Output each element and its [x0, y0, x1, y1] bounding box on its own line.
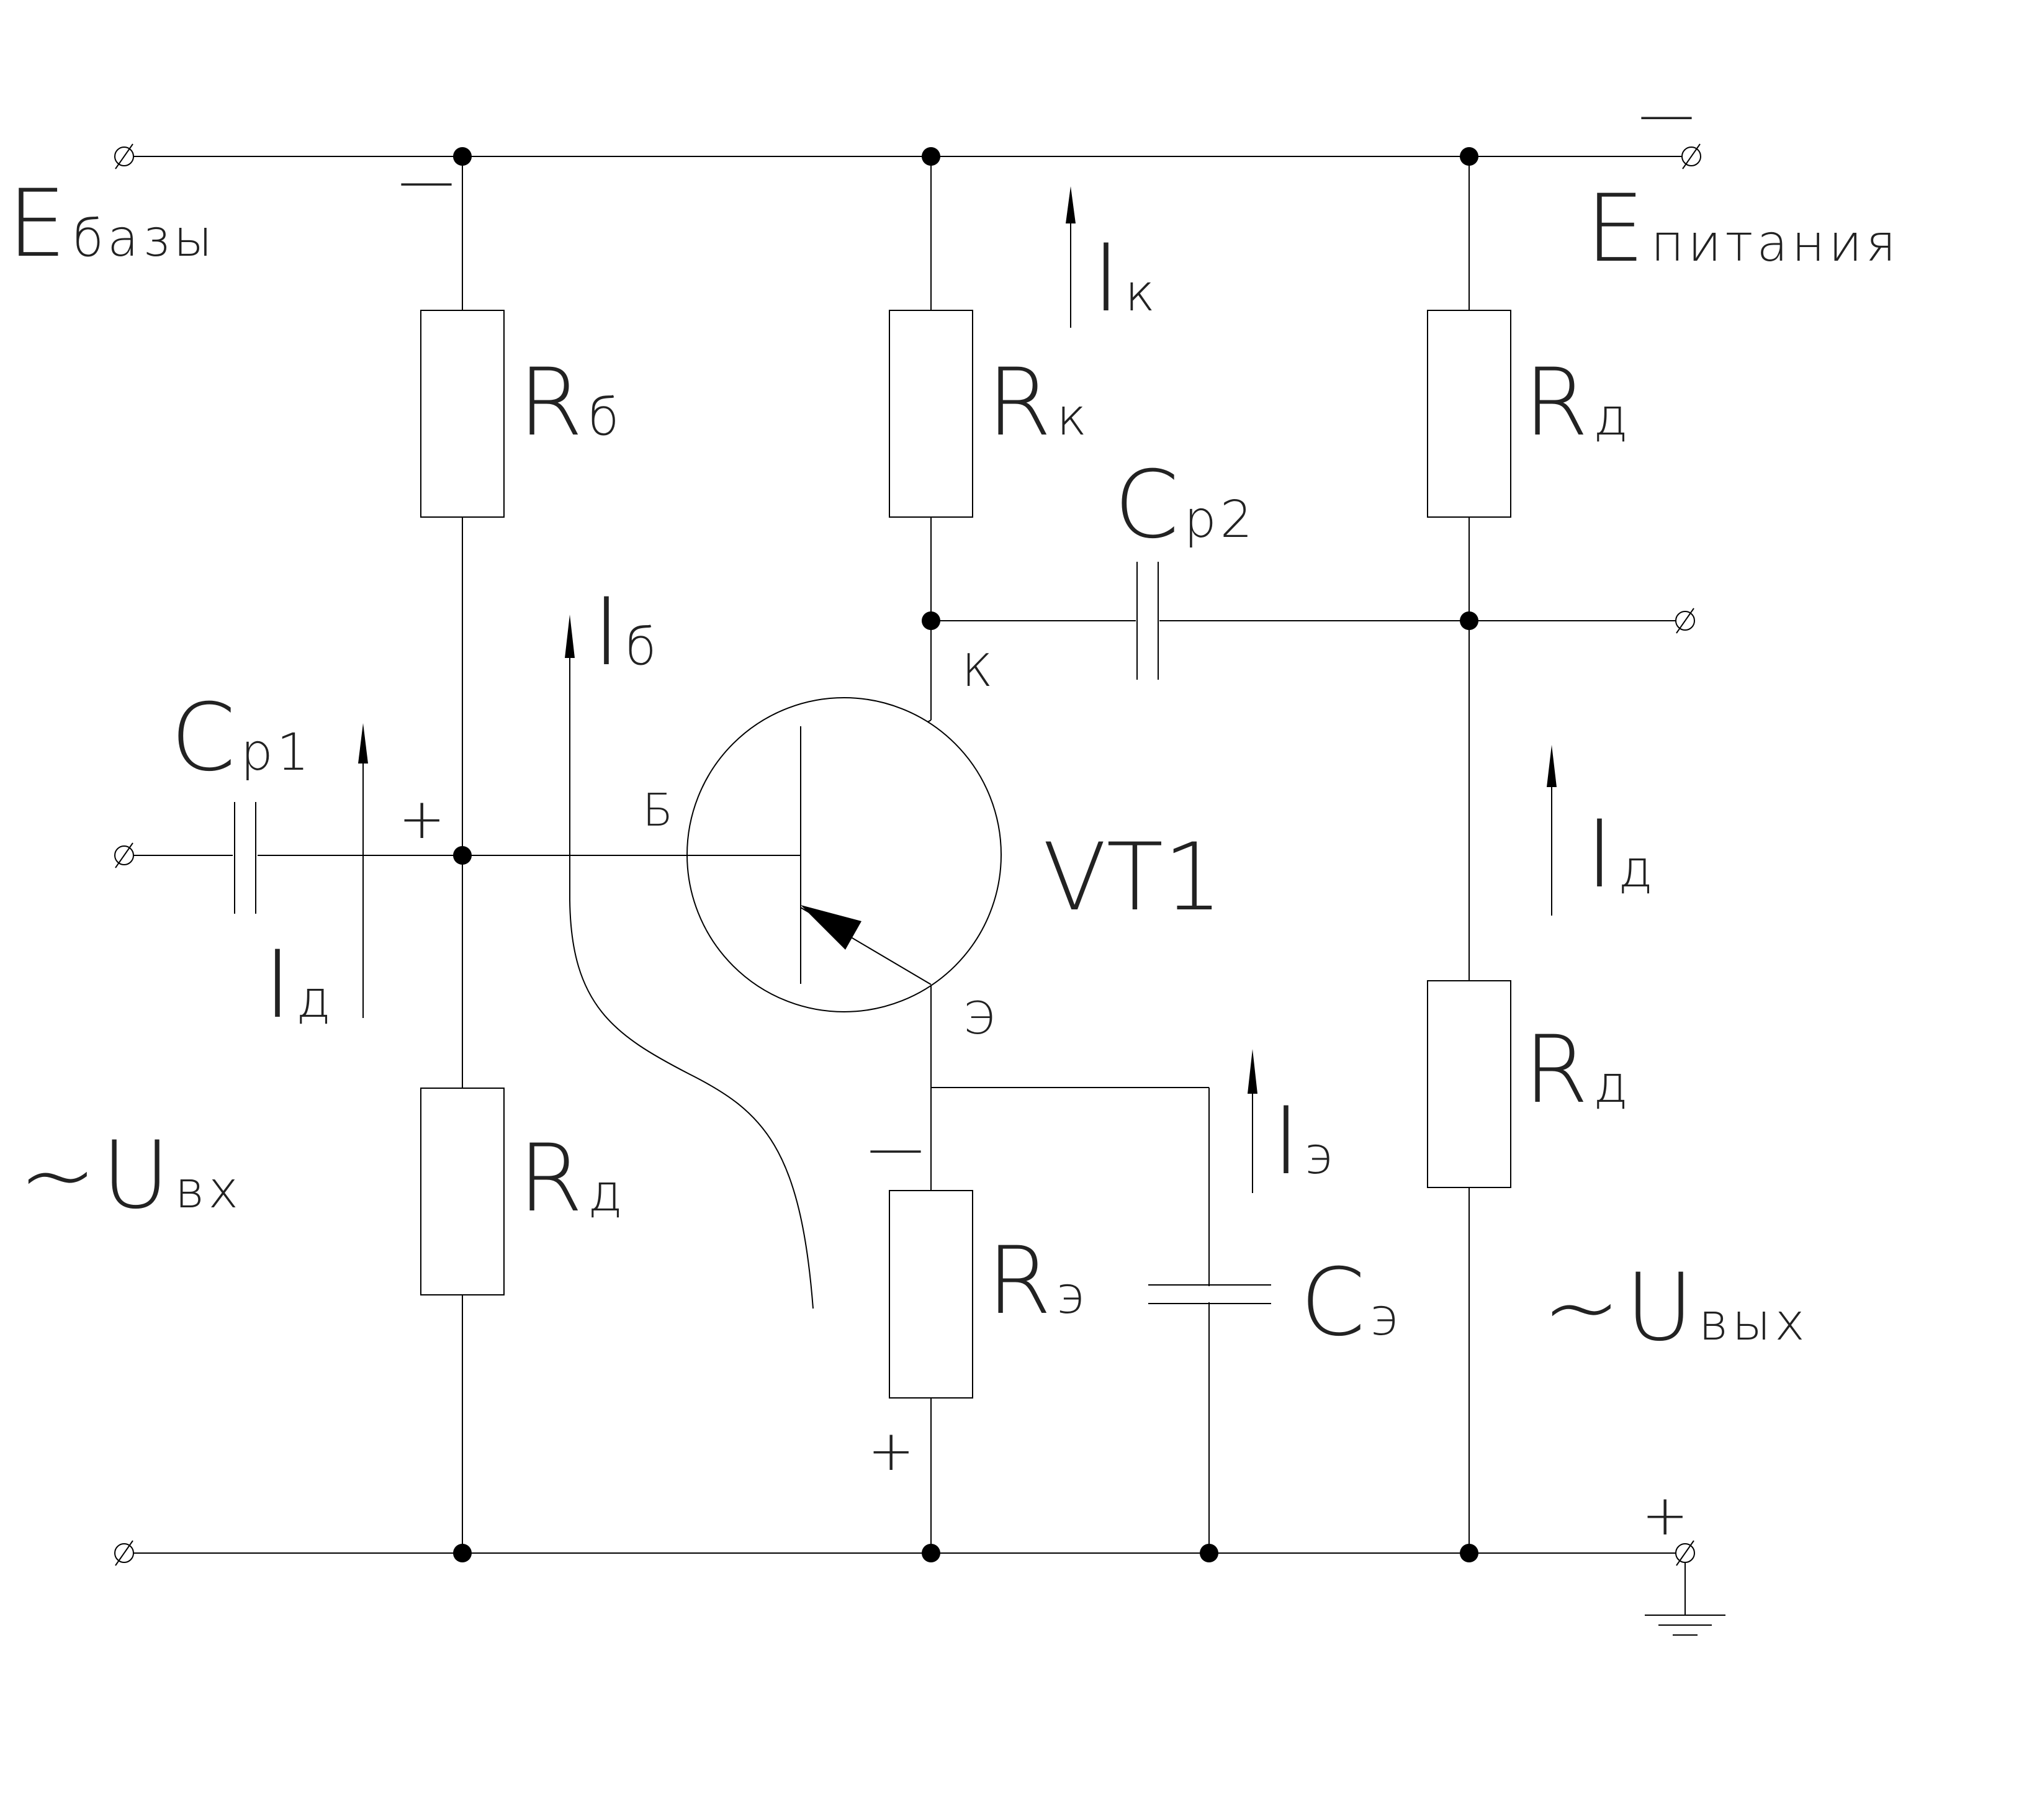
polarity-minus: —: [398, 148, 454, 214]
terminal-e-supply[interactable]: [1681, 143, 1701, 169]
transistor-vt1[interactable]: [686, 697, 1002, 1012]
capacitors: [234, 562, 1271, 1304]
terminal-input[interactable]: [114, 842, 134, 868]
junctions: [453, 147, 1478, 1562]
resistor-rb[interactable]: [420, 310, 505, 518]
label-u-out: ~Uвых: [1542, 1254, 1809, 1362]
capacitor-ce[interactable]: [1148, 1284, 1271, 1304]
label-ib: Iб: [593, 579, 660, 687]
label-rk: Rк: [987, 349, 1091, 457]
polarity-minus: —: [868, 1115, 924, 1181]
capacitor-cp2[interactable]: [1136, 562, 1159, 680]
terminal-ground-right[interactable]: [1675, 1540, 1695, 1566]
resistor-rk[interactable]: [889, 310, 973, 518]
junction-dot: [1460, 1544, 1478, 1562]
label-id-right: Iд: [1586, 801, 1657, 909]
transistor-body: [686, 697, 1002, 1012]
label-cp2: Cр2: [1114, 451, 1256, 559]
resistor-rd-right-top[interactable]: [1427, 310, 1511, 518]
resistor-rd-right-bottom[interactable]: [1427, 980, 1511, 1188]
terminal-ground-left[interactable]: [114, 1540, 134, 1566]
label-vt1: VT1: [1043, 824, 1223, 932]
arrow-id-left-icon: [358, 723, 368, 1018]
label-id-left: Iд: [264, 931, 335, 1039]
junction-dot: [1460, 611, 1478, 630]
arrow-ib-icon: [565, 615, 814, 1309]
resistors: [420, 310, 1511, 1399]
label-ce: Cэ: [1300, 1249, 1402, 1357]
arrow-ie-icon: [1248, 1049, 1257, 1193]
junction-dot: [1200, 1544, 1218, 1562]
label-u-in: ~Uвх: [19, 1122, 242, 1230]
polarity-minus: —: [1639, 82, 1694, 147]
polarity-plus: +: [398, 786, 445, 852]
label-rd-right-bottom: Rд: [1524, 1016, 1632, 1124]
junction-dot: [453, 1544, 472, 1562]
junction-dot: [922, 611, 940, 630]
junction-dot: [453, 846, 472, 865]
label-pin-emitter: Э: [963, 992, 994, 1044]
label-pin-base: Б: [642, 784, 673, 836]
arrow-ik-icon: [1066, 186, 1076, 328]
junction-dot: [922, 1544, 940, 1562]
label-ik: Iк: [1092, 225, 1159, 333]
label-rd-right-top: Rд: [1524, 349, 1632, 457]
current-arrows: [358, 186, 1557, 1309]
junction-dot: [1460, 147, 1478, 166]
label-rb: Rб: [518, 349, 623, 457]
label-cp1: Cр1: [171, 684, 313, 792]
resistor-rd-left[interactable]: [420, 1088, 505, 1295]
junction-dot: [922, 147, 940, 166]
label-ie: Iэ: [1272, 1088, 1336, 1196]
label-rd-left: Rд: [518, 1125, 626, 1233]
terminal-output[interactable]: [1675, 608, 1695, 634]
terminal-e-base[interactable]: [114, 143, 134, 169]
polarity-plus: +: [868, 1418, 914, 1484]
resistor-re[interactable]: [889, 1190, 973, 1399]
polarity-plus: +: [1642, 1483, 1688, 1548]
junction-dot: [453, 147, 472, 166]
terminals: [114, 143, 1701, 1566]
arrow-id-right-icon: [1547, 745, 1557, 916]
capacitor-cp1[interactable]: [234, 802, 256, 914]
label-pin-collector: К: [962, 644, 992, 696]
emitter-arrow-icon: [801, 905, 861, 950]
wires: [124, 156, 1725, 1636]
label-re: Rэ: [987, 1227, 1088, 1335]
